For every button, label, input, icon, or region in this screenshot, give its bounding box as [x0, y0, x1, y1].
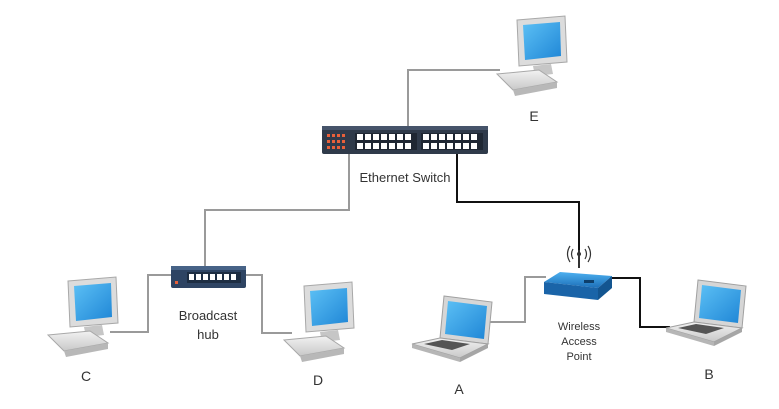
label-node-b: B — [704, 366, 714, 382]
ethernet-switch-icon — [322, 126, 488, 154]
label-node-c: C — [80, 368, 92, 384]
label-ap-line3: Point — [566, 351, 592, 363]
switch-ports — [355, 133, 483, 150]
links — [110, 69, 670, 334]
label-node-a: A — [454, 381, 464, 397]
link-switch-ap — [456, 153, 580, 255]
desktop-computer-icon — [282, 281, 355, 362]
label-broadcast-hub-line2: hub — [197, 327, 219, 342]
broadcast-hub-icon — [171, 266, 246, 288]
label-broadcast-hub-line1: Broadcast — [178, 308, 238, 323]
laptop-icon — [665, 279, 747, 346]
laptop-icon — [411, 295, 493, 362]
label-node-d: D — [312, 372, 324, 388]
link-switch-e — [407, 69, 500, 128]
link-hub-c — [110, 274, 172, 333]
label-wireless-access-point: Wireless Access Point — [545, 320, 613, 365]
link-hub-d — [245, 274, 292, 334]
label-ethernet-switch: Ethernet Switch — [359, 170, 451, 185]
desktop-computer-icon — [46, 276, 119, 357]
label-node-e: E — [529, 108, 539, 124]
label-ap-line1: Wireless — [557, 321, 601, 333]
link-ap-b — [610, 277, 670, 328]
link-switch-hub — [204, 153, 350, 268]
desktop-computer-icon — [495, 15, 568, 96]
wireless-access-point-icon — [544, 245, 612, 300]
switch-leds — [327, 134, 345, 149]
label-ap-line2: Access — [561, 336, 597, 348]
link-ap-a — [488, 276, 546, 323]
label-broadcast-hub: Broadcast hub — [168, 306, 248, 344]
